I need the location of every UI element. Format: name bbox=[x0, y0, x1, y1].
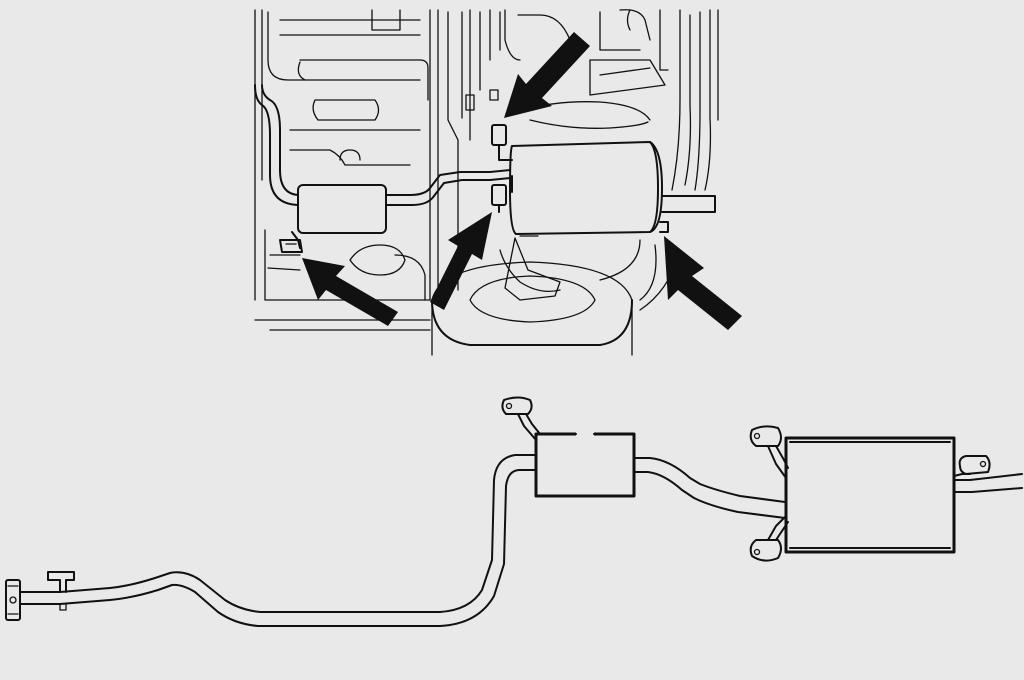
rear-hanger-right bbox=[953, 455, 991, 477]
callout-arrow-tailpipe-hanger bbox=[664, 236, 742, 330]
underbody-hangers bbox=[491, 124, 513, 213]
callout-arrow-rear-hanger-upper bbox=[504, 32, 590, 118]
front-flange bbox=[5, 579, 21, 621]
center-tunnel-rails bbox=[429, 9, 521, 301]
rear-body-right bbox=[517, 9, 719, 311]
rear-hanger-lower-left bbox=[749, 515, 789, 562]
underbody-exhaust-pipe bbox=[254, 84, 511, 206]
exhaust-assembly-view bbox=[5, 396, 1023, 627]
callout-arrow-front-hanger bbox=[302, 258, 398, 326]
underbody-view bbox=[254, 9, 742, 356]
callout-arrow-rear-hanger-lower bbox=[430, 212, 492, 310]
front-pipe-hanger bbox=[47, 571, 75, 611]
callout-arrows bbox=[302, 32, 742, 330]
assembly-rear-muffler bbox=[784, 436, 956, 554]
tailpipe bbox=[953, 473, 1023, 493]
rear-hanger-upper-left bbox=[749, 425, 789, 479]
front-muffler-hanger bbox=[501, 396, 541, 441]
rear-wheel bbox=[431, 235, 633, 356]
rear-muffler-hangers bbox=[749, 425, 991, 562]
underbody-rear-muffler bbox=[509, 141, 716, 235]
front-pipe bbox=[19, 454, 539, 627]
underbody-front-muffler bbox=[279, 184, 387, 253]
assembly-front-muffler bbox=[534, 430, 636, 498]
mid-pipe bbox=[633, 457, 786, 519]
